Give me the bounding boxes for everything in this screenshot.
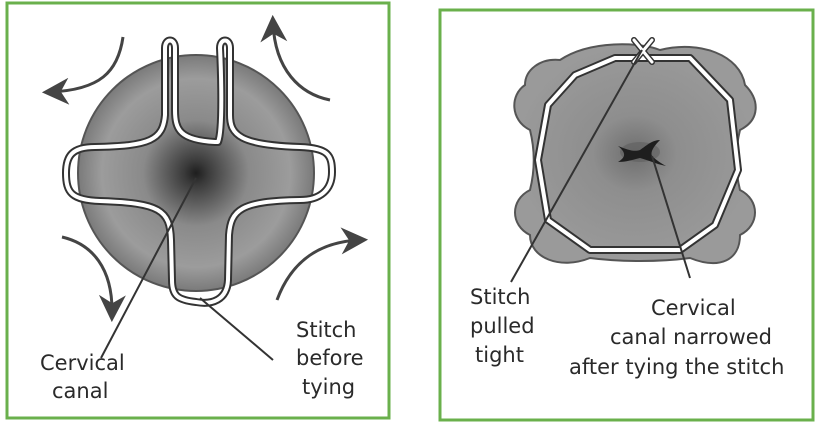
label-stitch-before-line2: before	[296, 346, 364, 370]
label-stitch-before-line3: tying	[302, 375, 355, 399]
label-cervical-canal-left-line1: Cervical	[40, 351, 125, 375]
label-stitch-pulled-line2: pulled	[470, 314, 535, 338]
label-stitch-pulled-line1: Stitch	[470, 285, 531, 309]
label-cervical-canal-left-line2: canal	[52, 379, 108, 403]
label-canal-narrowed-line2: canal narrowed	[610, 325, 772, 349]
label-stitch-before-line1: Stitch	[296, 318, 357, 342]
label-canal-narrowed-line1: Cervical	[651, 296, 736, 320]
cervix-disk	[78, 55, 314, 291]
label-canal-narrowed-line3: after tying the stitch	[569, 355, 784, 379]
label-stitch-pulled-line3: tight	[475, 343, 524, 367]
